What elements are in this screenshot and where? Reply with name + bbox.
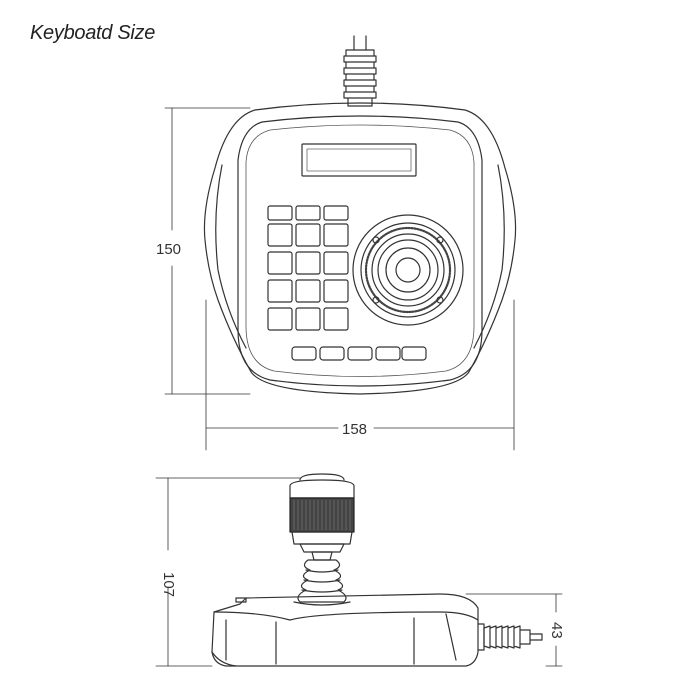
dim-width-label: 158 <box>342 421 367 438</box>
side-body <box>211 593 479 667</box>
side-cable <box>477 623 543 651</box>
height-dimension-top <box>164 107 251 395</box>
top-inner-panel <box>237 115 483 387</box>
top-view <box>164 35 517 451</box>
side-view <box>155 473 563 667</box>
height-dimension-side <box>155 477 301 667</box>
top-body-outline <box>203 102 517 395</box>
base-height-dimension-side <box>465 593 563 667</box>
joystick-side <box>289 473 355 606</box>
width-dimension-top <box>205 299 515 451</box>
top-cable <box>343 35 377 107</box>
keypad <box>267 205 349 331</box>
lcd-display <box>301 143 417 177</box>
diagram-title: Keyboatd Size <box>30 22 156 44</box>
dim-base-height-label: 43 <box>548 622 565 639</box>
joystick-bellows <box>297 559 347 603</box>
function-keys <box>291 346 427 361</box>
dim-side-height-label: 107 <box>160 572 177 597</box>
joystick-top <box>352 214 464 326</box>
dim-height-label: 150 <box>156 241 181 258</box>
